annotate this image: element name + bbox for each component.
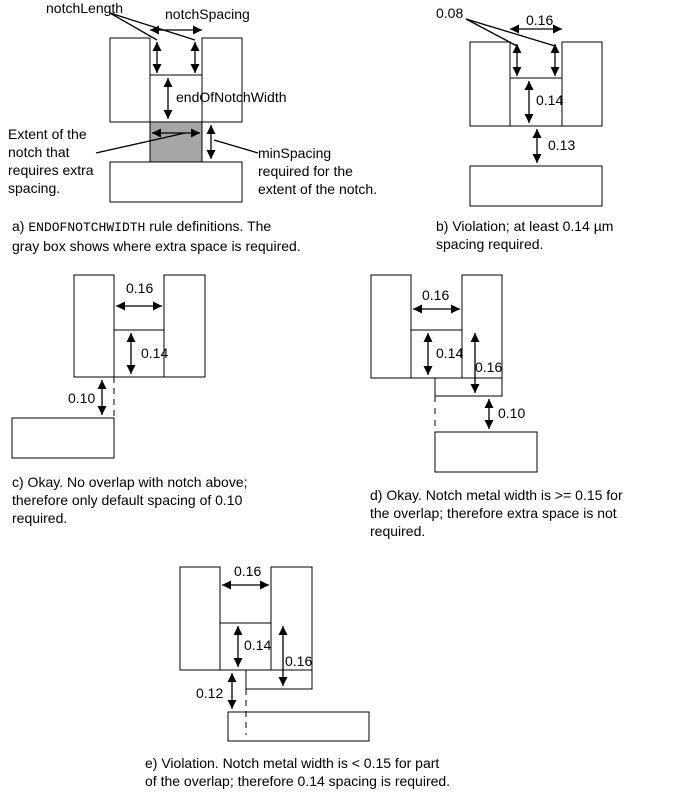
caption-b-line2: spacing required.	[436, 236, 544, 252]
panel-a-right-metal	[201, 37, 243, 123]
caption-d-line3: required.	[370, 523, 426, 539]
extent-label-line3: requires extra	[8, 162, 94, 178]
panel-d-left-metal	[370, 274, 412, 379]
end-of-notch-width-label: endOfNotchWidth	[176, 89, 287, 105]
panel-b-label-008: 0.08	[436, 5, 463, 21]
panel-b-diagram: 0.08 0.16 0.14 0.13	[436, 5, 603, 207]
panel-d-label-016a: 0.16	[422, 287, 449, 303]
panel-c-bottom-metal	[11, 417, 115, 459]
panel-d-overlap-metal	[434, 377, 503, 397]
caption-c-line3: required.	[12, 510, 68, 526]
panel-e-left-metal	[179, 566, 221, 671]
caption-a-line2: gray box shows where extra space is requ…	[12, 238, 301, 254]
caption-c-line2: therefore only default spacing of 0.10	[12, 492, 243, 508]
panel-b-left-metal	[469, 41, 511, 127]
panel-d-label-010: 0.10	[498, 405, 525, 421]
panel-a-notch-length-leader-1	[109, 12, 158, 41]
extent-label-line1: Extent of the	[8, 126, 87, 142]
panel-c-diagram: 0.16 0.14 0.10	[11, 274, 206, 459]
panel-c-label-010: 0.10	[68, 390, 95, 406]
panel-b-bottom-metal	[469, 165, 603, 207]
panel-e-overlap-metal	[245, 669, 313, 690]
panel-b-notch-metal	[509, 77, 563, 127]
caption-e: e) Violation. Notch metal width is < 0.1…	[145, 754, 450, 790]
min-spacing-label-line1: minSpacing	[258, 145, 331, 161]
panel-a-diagram: notchLength notchSpacing endOfNotchWidth…	[8, 0, 377, 203]
extent-label-line2: notch that	[8, 144, 70, 160]
panel-d-diagram: 0.16 0.14 0.16 0.10	[370, 274, 538, 473]
notch-length-label: notchLength	[46, 0, 123, 16]
panel-b-label-016: 0.16	[526, 12, 553, 28]
panel-b-label-014: 0.14	[536, 92, 563, 108]
panel-a-min-spacing-leader	[213, 139, 259, 154]
caption-c: c) Okay. No overlap with notch above; th…	[12, 473, 248, 527]
panel-e-diagram: 0.16 0.14 0.16 0.12	[179, 563, 370, 742]
panel-e-label-016b: 0.16	[285, 653, 312, 669]
caption-e-line1: e) Violation. Notch metal width is < 0.1…	[145, 755, 440, 771]
caption-d-line2: the overlap; therefore extra space is no…	[370, 505, 617, 521]
panel-e-label-016a: 0.16	[234, 563, 261, 579]
panel-c-notch-metal	[113, 329, 165, 378]
panel-e-bottom-metal	[227, 711, 370, 742]
panel-a-left-metal	[109, 37, 151, 123]
panel-c-label-016: 0.16	[126, 280, 153, 296]
min-spacing-label-line2: required for the	[258, 163, 353, 179]
panel-a-notch-length-leader-2	[109, 12, 196, 41]
notch-spacing-label: notchSpacing	[165, 6, 250, 22]
panel-d-bottom-metal	[434, 431, 538, 473]
panel-d-label-016b: 0.16	[475, 359, 502, 375]
extent-label-line4: spacing.	[8, 180, 60, 196]
panel-a-gray-extent-box	[149, 121, 203, 163]
panel-d-label-014: 0.14	[436, 345, 463, 361]
panel-e-label-014: 0.14	[244, 637, 271, 653]
caption-d-line1: d) Okay. Notch metal width is >= 0.15 fo…	[370, 487, 623, 503]
min-spacing-label-line3: extent of the notch.	[258, 181, 377, 197]
caption-a-line1: a) ENDOFNOTCHWIDTH rule definitions. The	[12, 218, 272, 235]
caption-b: b) Violation; at least 0.14 µm spacing r…	[436, 217, 613, 253]
panel-b-right-metal	[561, 41, 603, 127]
caption-c-line1: c) Okay. No overlap with notch above;	[12, 474, 248, 490]
panel-b-label-013: 0.13	[548, 137, 575, 153]
panel-a-extent-leader	[95, 132, 186, 154]
endofnotchwidth-keyword: ENDOFNOTCHWIDTH	[28, 220, 146, 235]
panel-c-right-metal	[163, 274, 206, 378]
panel-a-bottom-metal	[109, 161, 243, 203]
caption-d: d) Okay. Notch metal width is >= 0.15 fo…	[370, 486, 623, 540]
panel-b-leader-2	[465, 18, 556, 47]
panel-e-label-012: 0.12	[196, 685, 223, 701]
caption-e-line2: of the overlap; therefore 0.14 spacing i…	[145, 773, 451, 789]
panel-b-leader-1	[465, 18, 518, 47]
panel-c-label-014: 0.14	[141, 345, 168, 361]
panel-c-left-metal	[73, 274, 115, 378]
caption-a: a) ENDOFNOTCHWIDTH rule definitions. The…	[12, 217, 301, 255]
caption-b-line1: b) Violation; at least 0.14 µm	[436, 218, 614, 234]
